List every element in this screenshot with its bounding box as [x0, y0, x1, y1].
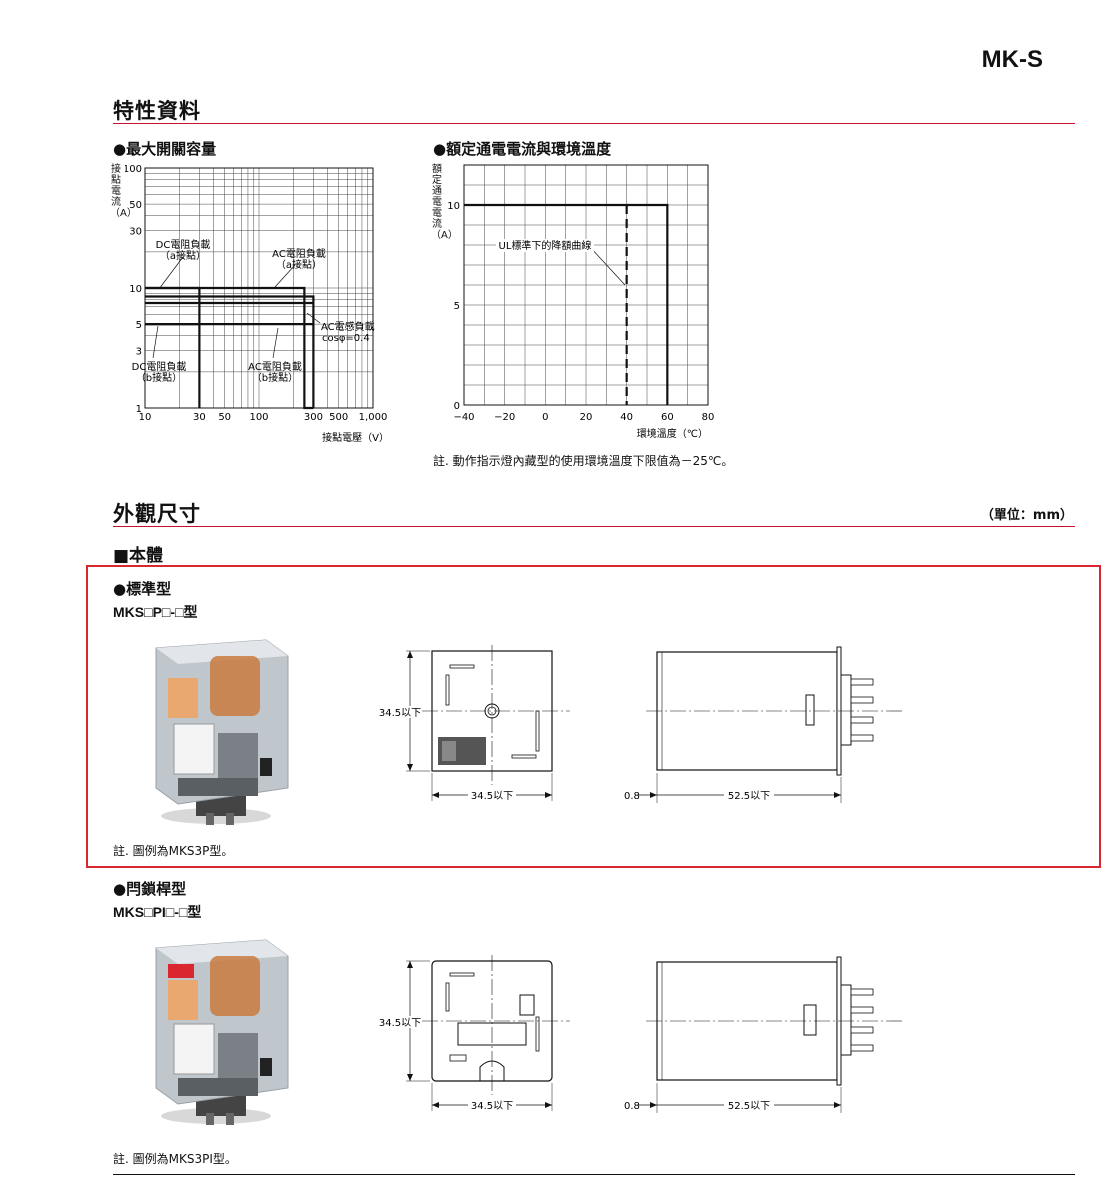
chart2-annotation-bg [496, 239, 594, 252]
chart1-annotation: DC電阻負載 [132, 361, 187, 373]
latching-model: MKS□PI□-□型 [113, 904, 202, 920]
dimensions-unit: （單位：mm） [980, 508, 1073, 523]
chart1-xtick: 500 [329, 412, 348, 423]
body-title: ■本體 [113, 546, 164, 566]
chart1-xtick: 50 [218, 412, 231, 423]
chart2-xtick: 0 [542, 412, 548, 423]
chart1-annotation: AC電阻負載 [272, 248, 326, 260]
chart2-ytick: 10 [447, 201, 460, 212]
chart1-annotation: DC電阻負載 [156, 239, 211, 251]
latching-gap-label: 0.8 [624, 1101, 640, 1112]
latching-height-label: 34.5以下 [379, 1018, 421, 1029]
chart1-leader [274, 264, 296, 288]
chart1-title: ●最大開關容量 [113, 140, 217, 158]
chart1-xtick: 1,000 [359, 412, 388, 423]
chart1-leader [152, 325, 159, 359]
standard-model: MKS□P□-□型 [113, 604, 198, 620]
latching-width-label: 34.5以下 [471, 1101, 513, 1112]
chart1-xlabel: 接點電壓（V） [322, 431, 389, 444]
chart1-annotation: （a接點） [160, 249, 206, 262]
standard-gap-label: 0.8 [624, 791, 640, 802]
dimensions-title: 外觀尺寸 [113, 502, 201, 526]
latching-depth-label: 52.5以下 [728, 1101, 770, 1112]
chart1-annotation: AC電阻負載 [248, 361, 302, 373]
brand-title: MK-S [981, 46, 1043, 73]
chart2-title: ●額定通電電流與環境溫度 [433, 140, 612, 158]
standard-type-highlight [86, 565, 1101, 868]
standard-height-label: 34.5以下 [379, 708, 421, 719]
chart1-ytick: 50 [129, 200, 142, 211]
chart2-series [464, 203, 669, 405]
chart1-svg: 10 30 50 100 300 500 1,000 1 3 5 10 30 50 100 DC電阻負載 … [125, 164, 389, 444]
chart1-annotation: cosφ=0.4 [322, 333, 370, 344]
characteristics-title: 特性資料 [113, 99, 201, 123]
standard-title: ●標準型 [113, 580, 172, 598]
chart2-annotation: UL標準下的降額曲線 [499, 239, 592, 252]
latching-front-view: 34.5以下 34.5以下 [376, 955, 570, 1112]
chart2-xtick: −20 [494, 412, 515, 423]
chart1-series-line [145, 295, 315, 408]
chart1-ytick: 10 [129, 284, 142, 295]
standard-depth-label: 52.5以下 [728, 791, 770, 802]
chart1-ytick: 1 [136, 404, 142, 415]
chart2-ytick: 0 [454, 401, 460, 412]
chart1-ticks: 10 30 50 100 300 500 1,000 1 3 5 10 30 50 100 [125, 164, 387, 423]
chart1-xtick: 100 [249, 412, 268, 423]
chart2-xtick: 40 [620, 412, 633, 423]
bottom-rule [113, 1174, 1075, 1175]
chart1-xtick: 300 [304, 412, 323, 423]
standard-side-view: 0.8 52.5以下 [624, 646, 904, 803]
chart2-ytick: 5 [454, 301, 460, 312]
chart2-xlabel: 環境溫度（℃） [637, 427, 708, 440]
chart2-xtick: 60 [661, 412, 674, 423]
chart2-rated-line [464, 203, 669, 405]
chart1-ytick: 100 [125, 164, 142, 175]
latching-relay-photo [155, 939, 289, 1125]
standard-front-view: 34.5以下 34.5以下 [376, 645, 570, 802]
latching-title: ●閂鎖桿型 [113, 880, 187, 898]
chart2-xtick: 20 [580, 412, 593, 423]
characteristics-note: 註. 動作指示燈內藏型的使用環境溫度下限值為－25℃。 [433, 454, 734, 468]
chart1-leader [306, 312, 321, 324]
chart1-series [145, 286, 315, 410]
chart2-frame [463, 164, 709, 406]
standard-relay-photo [155, 639, 289, 825]
chart1-annotation: （b接點） [136, 371, 182, 384]
latching-note: 註. 圖例為MKS3PI型。 [113, 1152, 237, 1166]
chart1-ytick: 3 [136, 347, 142, 358]
standard-note: 註. 圖例為MKS3P型。 [113, 844, 234, 858]
chart1-ytick: 5 [136, 320, 142, 331]
chart2-xtick: −40 [453, 412, 474, 423]
chart1-leader [272, 327, 279, 359]
chart1-series-line [145, 286, 314, 410]
characteristics-rule [113, 123, 1075, 124]
chart1-annotation: AC電感負載 [321, 320, 375, 333]
chart1-ytick: 30 [129, 227, 142, 238]
chart2-ticks: −40 −20 0 20 40 60 80 10 5 0 [447, 201, 714, 423]
chart2-grid [463, 164, 709, 406]
chart2-leader [589, 246, 626, 286]
chart1-xtick: 30 [193, 412, 206, 423]
dimensions-rule [113, 526, 1075, 527]
latching-side-view: 0.8 52.5以下 [624, 956, 904, 1113]
chart1-annotation: （a接點） [276, 258, 322, 271]
chart1-xtick: 10 [139, 412, 152, 423]
standard-width-label: 34.5以下 [471, 791, 513, 802]
chart2-xtick: 80 [702, 412, 715, 423]
chart1-annotation: （b接點） [252, 371, 298, 384]
chart2-svg: −40 −20 0 20 40 60 80 10 5 0 UL標準下的降額曲線 環境溫度（℃） [447, 164, 714, 440]
chart1-leader [158, 256, 184, 290]
chart1-series-line [145, 286, 201, 408]
chart1-annotations: DC電阻負載 （a接點） AC電阻負載 （a接點） AC電感負載 cosφ=0.… [132, 239, 375, 384]
chart1-ylabel: 接點電流（A） [110, 164, 137, 219]
